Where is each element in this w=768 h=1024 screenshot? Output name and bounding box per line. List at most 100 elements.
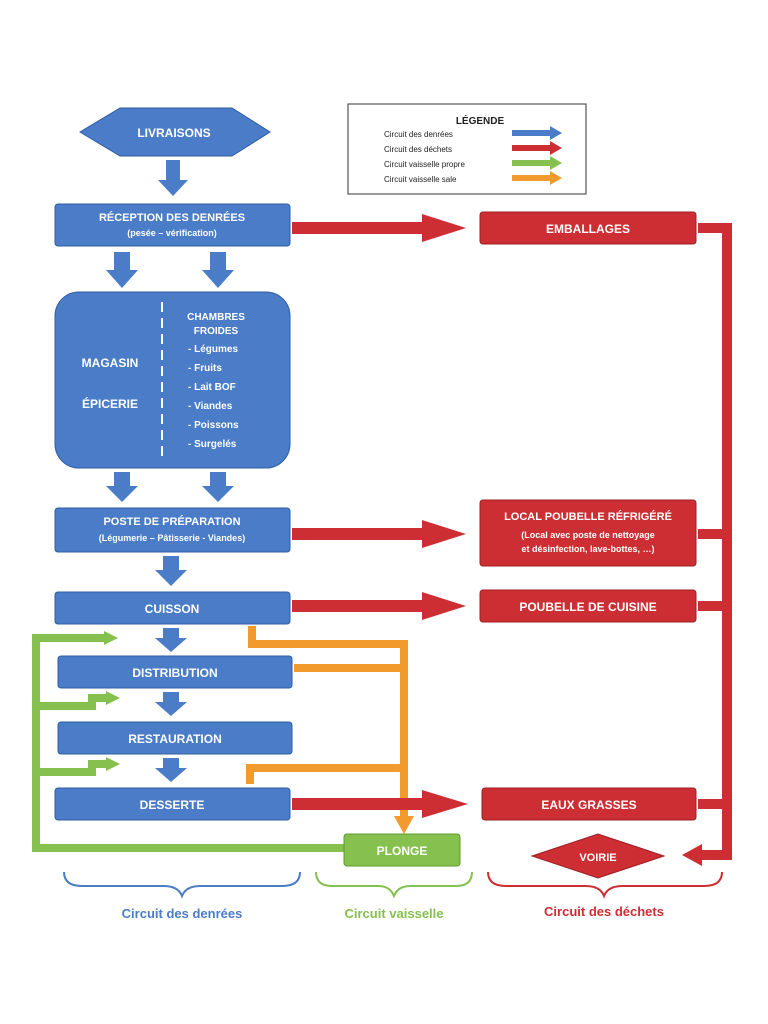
stockage-froides: FROIDES [194, 326, 239, 337]
stockage-item: - Surgelés [188, 439, 237, 450]
stockage-magasin: MAGASIN [82, 356, 139, 370]
preparation-node: POSTE DE PRÉPARATION (Légumerie – Pâtiss… [54, 507, 291, 553]
arrow-reception-stock-left [106, 252, 138, 288]
plonge-node: PLONGE [343, 833, 461, 867]
green-arrow-cuisson [104, 631, 118, 645]
legend-arrow-dechets [512, 141, 562, 155]
eaux-grasses-box [481, 787, 697, 821]
desserte-node: DESSERTE [54, 787, 291, 821]
reception-title: RÉCEPTION DES DENRÉES [99, 211, 245, 224]
orange-from-cuisson [248, 626, 408, 820]
stockage-box [54, 291, 291, 469]
red-arrow-eaux-grasses [292, 790, 468, 818]
bottom-label-denrees: Circuit des denrées [122, 906, 243, 921]
red-arrow-local-poubelle [292, 520, 466, 548]
bottom-braces: Circuit des denrées Circuit vaisselle Ci… [63, 871, 723, 921]
local-poubelle-box [479, 499, 697, 567]
legend: LÉGENDE Circuit des denrées Circuit des … [347, 103, 587, 195]
voirie-node: VOIRIE [530, 833, 666, 879]
livraisons-node: LIVRAISONS [79, 107, 271, 157]
arrow-stock-preparation-left [106, 472, 138, 502]
green-branch-distribution [36, 694, 108, 710]
arrow-stock-preparation-right [202, 472, 234, 502]
cuisson-box [54, 591, 291, 625]
arrow-distribution-restauration [155, 692, 187, 716]
stockage-chambres: CHAMBRES [187, 312, 245, 323]
stockage-item: - Poissons [188, 420, 239, 431]
restauration-label: RESTAURATION [128, 732, 222, 746]
livraisons-label: LIVRAISONS [137, 126, 210, 140]
eaux-grasses-label: EAUX GRASSES [541, 798, 636, 812]
stockage-item: - Fruits [188, 363, 222, 374]
emballages-box [479, 211, 697, 245]
arrow-reception-stock-right [202, 252, 234, 288]
local-poubelle-subtitle-line1: (Local avec poste de nettoyage [521, 530, 655, 540]
legend-label-vaisselle-sale: Circuit vaisselle sale [384, 175, 457, 184]
vaisselle-propre-circuit [32, 631, 344, 852]
legend-arrow-vaisselle-sale [512, 171, 562, 185]
arrow-cuisson-distribution [155, 628, 187, 652]
green-arrow-restauration [106, 757, 120, 771]
stockage-item: - Lait BOF [188, 382, 236, 393]
stockage-node: MAGASIN ÉPICERIE CHAMBRES FROIDES - Légu… [54, 291, 291, 469]
preparation-box [54, 507, 291, 553]
emballages-node: EMBALLAGES [479, 211, 697, 245]
poubelle-cuisine-label: POUBELLE DE CUISINE [519, 600, 656, 614]
red-arrow-emballages [292, 214, 466, 242]
stockage-item: - Viandes [188, 401, 233, 412]
vaisselle-sale-circuit [246, 626, 414, 834]
red-collector-line [698, 223, 732, 860]
arrow-restauration-desserte [155, 758, 187, 782]
green-branch-restauration [36, 760, 108, 776]
plonge-box [343, 833, 461, 867]
poubelle-cuisine-node: POUBELLE DE CUISINE [479, 589, 697, 623]
restauration-box [57, 721, 293, 755]
stockage-epicerie: ÉPICERIE [82, 396, 138, 411]
local-poubelle-node: LOCAL POUBELLE RÉFRIGÉRÉ (Local avec pos… [479, 499, 697, 567]
arrow-livraisons-reception [158, 160, 188, 196]
brace-dechets [487, 871, 723, 899]
distribution-box [57, 655, 293, 689]
local-poubelle-subtitle-line2: et désinfection, lave-bottes, …) [521, 544, 654, 554]
emballages-label: EMBALLAGES [546, 222, 630, 236]
reception-node: RÉCEPTION DES DENRÉES (pesée – vérificat… [54, 203, 291, 247]
preparation-subtitle: (Légumerie – Pâtisserie - Viandes) [99, 533, 245, 543]
restauration-node: RESTAURATION [57, 721, 293, 755]
poubelle-cuisine-box [479, 589, 697, 623]
red-arrow-poubelle-cuisine [292, 592, 466, 620]
distribution-node: DISTRIBUTION [57, 655, 293, 689]
eaux-grasses-node: EAUX GRASSES [481, 787, 697, 821]
stockage-item: - Légumes [188, 344, 238, 355]
cuisson-node: CUISSON [54, 591, 291, 625]
plonge-label: PLONGE [377, 844, 428, 858]
brace-denrees [63, 871, 301, 899]
brace-vaisselle [315, 871, 473, 899]
orange-arrow-plonge [394, 816, 414, 834]
desserte-label: DESSERTE [140, 798, 205, 812]
desserte-box [54, 787, 291, 821]
local-poubelle-title: LOCAL POUBELLE RÉFRIGÉRÉ [504, 510, 672, 523]
preparation-title: POSTE DE PRÉPARATION [103, 515, 240, 528]
distribution-label: DISTRIBUTION [132, 666, 217, 680]
legend-label-dechets: Circuit des déchets [384, 145, 452, 154]
legend-arrow-vaisselle-propre [512, 156, 562, 170]
orange-from-restauration [246, 764, 404, 784]
legend-label-vaisselle-propre: Circuit vaisselle propre [384, 160, 465, 169]
legend-arrow-denrees [512, 126, 562, 140]
legend-label-denrees: Circuit des denrées [384, 130, 453, 139]
reception-subtitle: (pesée – vérification) [127, 228, 217, 238]
bottom-label-vaisselle: Circuit vaisselle [345, 906, 444, 921]
legend-title: LÉGENDE [456, 114, 505, 127]
livraisons-diamond [79, 107, 271, 157]
arrow-preparation-cuisson [155, 556, 187, 586]
red-arrow-voirie [682, 844, 702, 866]
bottom-label-dechets: Circuit des déchets [544, 904, 664, 919]
cuisson-label: CUISSON [145, 602, 200, 616]
green-return-line [32, 634, 344, 852]
voirie-diamond [530, 833, 666, 879]
voirie-label: VOIRIE [579, 852, 616, 864]
reception-box [54, 203, 291, 247]
green-arrow-distribution [106, 691, 120, 705]
dechets-circuit [292, 214, 732, 866]
